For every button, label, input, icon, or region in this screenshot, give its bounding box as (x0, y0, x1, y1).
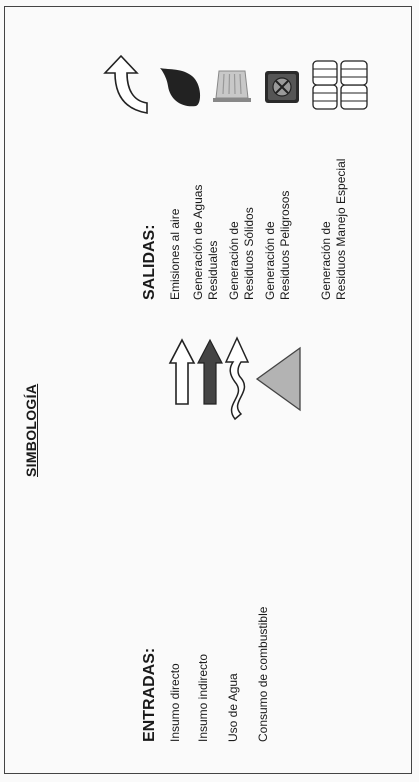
hazard-drum-icon (265, 71, 299, 103)
water-drop-icon (160, 68, 201, 107)
wavy-arrow-icon (224, 336, 250, 421)
triangle-icon (255, 346, 301, 412)
trash-can-icon (213, 70, 251, 102)
curved-arrow-icon (103, 54, 148, 114)
legend-title: SIMBOLOGÍA (23, 383, 39, 477)
inputs-heading: ENTRADAS: (141, 647, 158, 742)
filled-arrow-up-icon (197, 338, 223, 405)
legend-frame (4, 6, 412, 774)
output-label-air: Emisiones al aire (168, 208, 182, 300)
hollow-arrow-up-icon (168, 338, 196, 405)
input-label-fuel: Consumo de combustible (256, 606, 270, 742)
input-label-direct: Insumo directo (168, 663, 182, 742)
input-label-indirect: Insumo indirecto (196, 653, 210, 742)
stacked-barrels-icon (312, 60, 368, 110)
legend-canvas: SIMBOLOGÍA ENTRADAS: Insumo directo Insu… (8, 12, 408, 772)
outputs-heading: SALIDAS: (141, 224, 158, 300)
input-label-water: Uso de Agua (226, 673, 240, 742)
